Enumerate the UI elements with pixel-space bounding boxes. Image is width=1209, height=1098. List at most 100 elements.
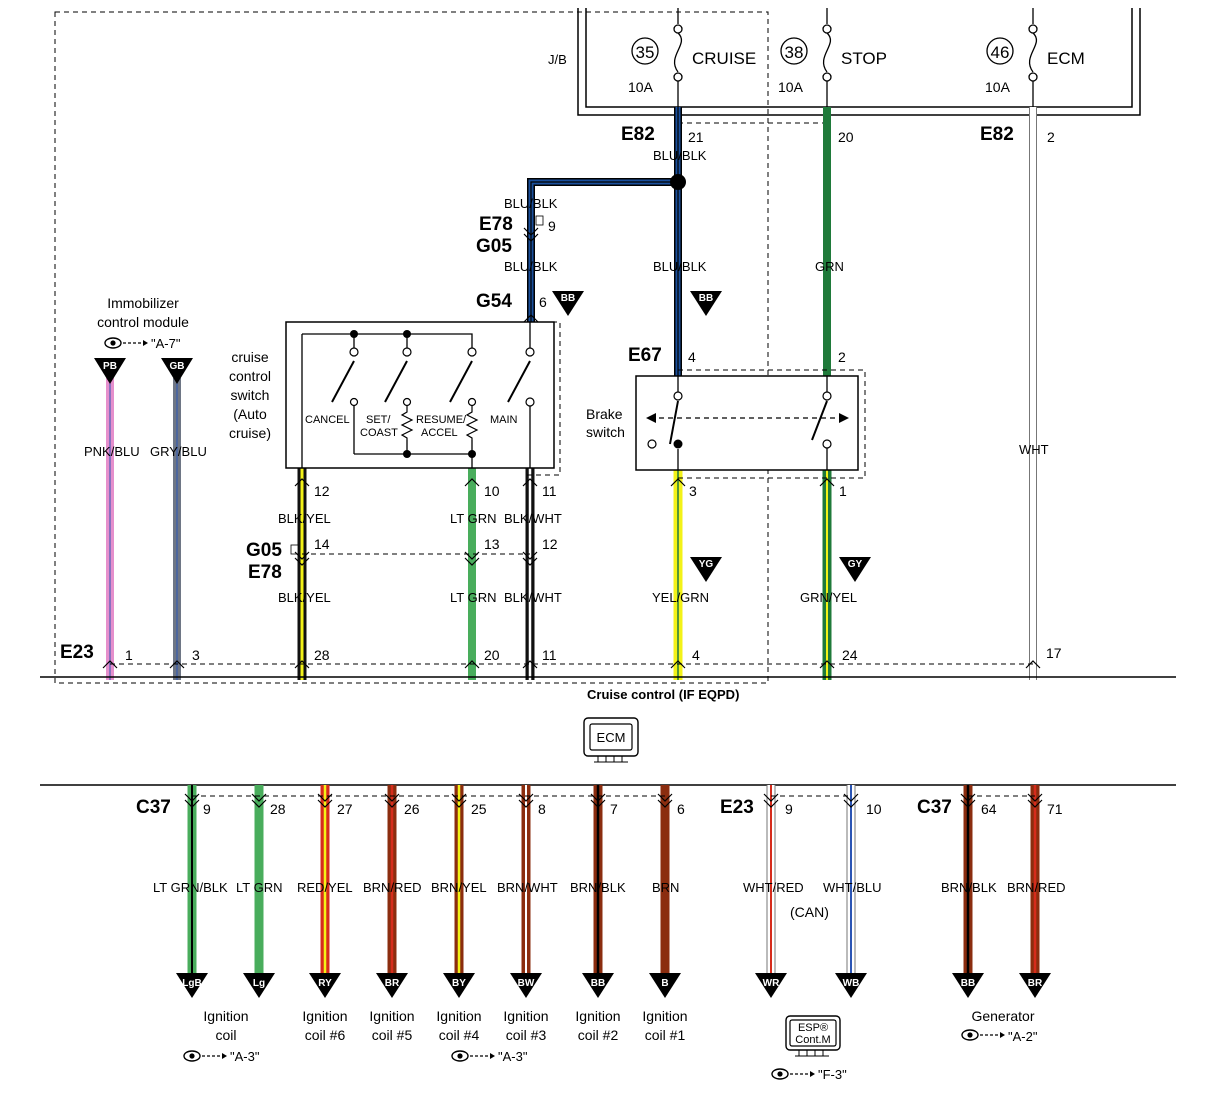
fuse-46-number: 46 [991,43,1010,62]
fuse-46-amp: 10A [985,79,1011,95]
switch-output-pins: 12 10 11 3 1 BLK/YEL LT GRN BLK/WHT [278,478,847,526]
lower-wires [187,785,1040,978]
cc-caption-4: (Auto [233,406,267,422]
pin-e78-9: 9 [548,218,556,234]
coil4-label-2: coil #4 [439,1027,480,1043]
wire-label-grn: GRN [815,259,844,274]
eye-reference-icon [451,1050,496,1062]
coil2-label-1: Ignition [575,1008,620,1024]
down-arrow-marker-icon: BW [510,973,542,998]
esp-module-icon: ESP® Cont.M [785,1015,841,1057]
resistor-icon [400,397,414,440]
coil3-label-2: coil #3 [506,1027,547,1043]
wire-label-blu-blk-g05: BLU/BLK [504,259,558,274]
marker-bb: BB [561,293,575,304]
down-arrow-marker-icon: GY [839,557,871,582]
immobilizer-control-module: Immobilizer control module "A-7" PB GB P… [84,295,207,459]
coil6-label-2: coil #6 [305,1027,346,1043]
splice-point [670,174,686,190]
pin-e23-28: 28 [314,647,330,663]
wire-label-blk-yel-1: BLK/YEL [278,511,331,526]
eye-reference-icon [771,1068,816,1080]
marker-by: BY [452,978,466,989]
marker-bb-c37: BB [591,978,605,989]
cc-caption-5: cruise) [229,425,271,441]
pin-e23-17: 17 [1046,645,1062,661]
generator-ref: "A-2" [1008,1029,1038,1044]
down-arrow-marker-icon: BR [376,973,408,998]
switch-label-accel: ACCEL [421,427,458,439]
wire-label-lt-grn-blk: LT GRN/BLK [153,880,228,895]
switch-label-resume: RESUME/ [416,414,467,426]
wire-label-red-yel: RED/YEL [297,880,353,895]
down-arrow-marker-icon: BB [952,973,984,998]
coil5-label-1: Ignition [369,1008,414,1024]
immobilizer-line2: control module [97,314,189,330]
generator-label: Generator [971,1008,1034,1024]
wire-label-wht: WHT [1019,442,1049,457]
ecm-icon: ECM [583,717,639,763]
pin-e23-24: 24 [842,647,858,663]
wire-label-blu-blk-e78: BLU/BLK [504,196,558,211]
cruise-switch-caption: cruise control switch (Auto cruise) [229,349,271,441]
marker-gy: GY [848,559,863,570]
coil4-label-1: Ignition [436,1008,481,1024]
marker-b: B [661,978,668,989]
wire-label-blk-yel-2: BLK/YEL [278,590,331,605]
wire-label-brn-red-2: BRN/RED [1007,880,1066,895]
wire-label-gry-blu: GRY/BLU [150,444,207,459]
pin-c37-6: 6 [677,801,685,817]
esp-label-2: Cont.M [795,1034,830,1046]
wire-label-yel-grn: YEL/GRN [652,590,709,605]
connector-e23-bottom-label: E23 [720,797,754,818]
coil1-label-2: coil #1 [645,1027,686,1043]
cc-caption-1: cruise [231,349,269,365]
down-arrow-marker-icon: BB [552,291,584,316]
marker-yg: YG [699,559,714,570]
fuse-35-name: CRUISE [692,49,756,68]
pin-c37-28: 28 [270,801,286,817]
down-arrow-marker-icon: Lg [243,973,275,998]
wire-label-brn: BRN [652,880,679,895]
pin-e23b-10: 10 [866,801,882,817]
marker-lgb: LgB [182,978,201,989]
wire-label-wht-red: WHT/RED [743,880,804,895]
eye-reference-icon [961,1029,1006,1041]
pin-e82-2: 2 [1047,129,1055,145]
pin-sw-10: 10 [484,483,500,499]
ignition-coil-ref: "A-3" [230,1049,260,1064]
esp-label-1: ESP® [798,1022,828,1034]
pin-e67-2: 2 [838,349,846,365]
pin-c37-7: 7 [610,801,618,817]
connector-e67-label: E67 [628,345,662,366]
down-arrow-marker-icon: BB [582,973,614,998]
ignition-coil-label-2: coil [215,1027,236,1043]
fuse-number-circle [631,37,659,65]
pin-brk-3: 3 [689,483,697,499]
fuse-icon [822,8,832,107]
fuse-icon [673,8,683,107]
down-arrow-marker-icon: YG [690,557,722,582]
brake-dash-outline [678,369,866,479]
pin-e23-20: 20 [484,647,500,663]
marker-wb: WB [843,978,860,989]
pin-c37-64: 64 [981,801,997,817]
pin-g54-6: 6 [539,294,547,310]
wire-label-wht-blu: WHT/BLU [823,880,882,895]
wire-label-lt-grn-b: LT GRN [236,880,282,895]
connector-g54-label: G54 [476,291,512,312]
marker-gb: GB [170,361,185,372]
esp-ref: "F-3" [818,1067,847,1082]
fuse-38-number: 38 [785,43,804,62]
connector-g05-e78-bottom: G05 E78 14 13 12 BLK/YEL LT GRN BLK/WHT [246,536,562,605]
fuse-38-name: STOP [841,49,887,68]
connector-g05-bottom-label: G05 [246,540,282,561]
wire-label-lt-grn-1: LT GRN [450,511,496,526]
pin-sw-11: 11 [542,483,557,499]
resistor-icon [465,397,479,440]
wire-label-brn-yel: BRN/YEL [431,880,487,895]
down-arrow-marker-icon: PB [94,358,126,384]
jb-label: J/B [548,52,567,67]
pin-e23-1: 1 [125,647,133,663]
switch-label-set: SET/ [366,414,391,426]
